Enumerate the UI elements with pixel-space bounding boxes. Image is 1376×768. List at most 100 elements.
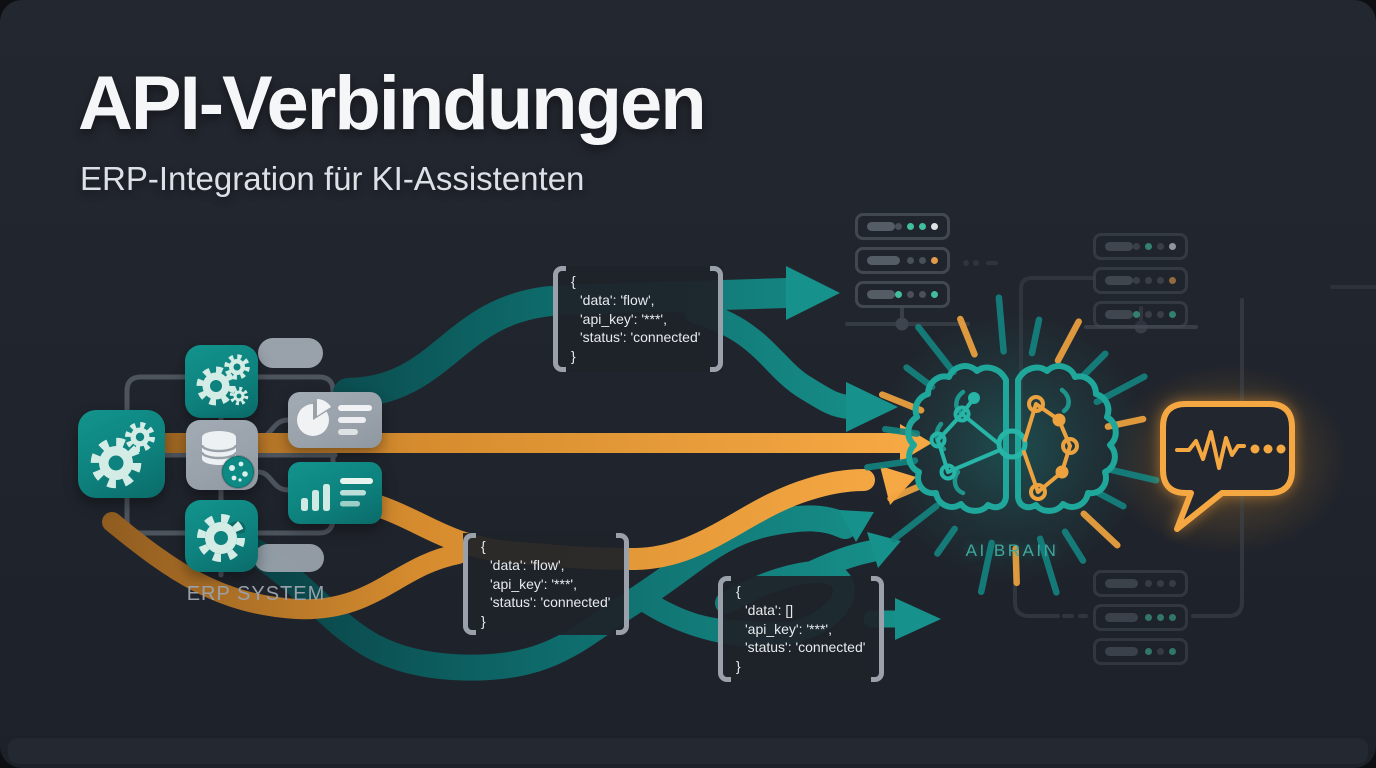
server-handle — [1105, 242, 1133, 251]
energy-ray — [1079, 350, 1109, 380]
status-led — [919, 223, 926, 230]
server-handle — [1105, 310, 1133, 319]
code-block-middle: { 'data': 'flow', 'api_key': '***', 'sta… — [463, 533, 629, 635]
server-unit — [855, 213, 950, 240]
erp-module-processes — [185, 345, 258, 418]
energy-ray — [915, 323, 957, 376]
pie-chart-icon — [297, 399, 372, 436]
ai-brain-label: AI BRAIN — [965, 541, 1059, 560]
neural-core — [996, 428, 1028, 460]
code-line: 'status': 'connected' — [580, 329, 701, 346]
server-unit — [855, 247, 950, 274]
erp-module-database — [186, 420, 258, 490]
status-led — [1169, 614, 1176, 621]
erp-module-automation — [78, 410, 165, 498]
server-unit — [855, 281, 950, 308]
status-led — [1133, 277, 1140, 284]
energy-ray — [1080, 510, 1121, 549]
server-handle — [1105, 613, 1138, 622]
database-icon — [200, 431, 255, 489]
status-led — [931, 223, 938, 230]
code-block-top: { 'data': 'flow', 'api_key': '***', 'sta… — [553, 266, 723, 372]
energy-ray — [1028, 316, 1043, 357]
energy-ray — [1012, 545, 1020, 587]
erp-system-label: ERP SYSTEM — [186, 583, 326, 605]
status-led — [1157, 277, 1164, 284]
energy-ray — [881, 425, 921, 437]
neural-network-right — [1022, 395, 1079, 501]
energy-ray — [1106, 466, 1160, 484]
status-led — [931, 291, 938, 298]
energy-ray — [934, 525, 958, 557]
code-line: 'data': 'flow', — [580, 292, 655, 309]
status-led — [907, 291, 914, 298]
gears-icon — [90, 422, 155, 489]
server-unit — [1093, 604, 1188, 631]
waveform-icon — [1175, 430, 1246, 470]
status-led — [1133, 243, 1140, 250]
erp-pill-bottom — [254, 544, 324, 572]
server-unit — [1093, 570, 1188, 597]
server-handle — [1105, 647, 1138, 656]
status-led — [1169, 648, 1176, 655]
status-led — [1169, 580, 1176, 587]
network-badge-icon — [221, 455, 255, 489]
energy-ray — [890, 502, 940, 543]
code-line: } — [571, 347, 576, 364]
code-line: } — [736, 657, 741, 674]
code-line: 'status': 'connected' — [745, 639, 866, 656]
code-line: 'api_key': '***', — [580, 310, 667, 327]
bracket-right — [710, 266, 723, 372]
bottom-strip — [8, 738, 1368, 764]
rack-top-right — [1093, 233, 1188, 328]
gear-icon — [197, 514, 246, 562]
bracket-right — [616, 533, 629, 635]
energy-ray — [1061, 528, 1087, 564]
status-led — [1157, 648, 1164, 655]
typing-dots-icon — [1250, 444, 1286, 454]
status-led — [1157, 580, 1164, 587]
status-led — [1145, 243, 1152, 250]
server-unit — [1093, 233, 1188, 260]
energy-ray — [977, 539, 995, 596]
bar-chart-icon — [301, 478, 373, 511]
erp-report-pie-card — [288, 392, 382, 448]
server-handle — [867, 290, 895, 299]
teal-arrowheads — [786, 266, 941, 640]
page-subtitle: ERP-Integration für KI-Assistenten — [80, 160, 585, 197]
energy-ray — [1054, 318, 1082, 364]
status-led — [895, 223, 902, 230]
status-led — [919, 257, 926, 264]
server-handle — [1105, 579, 1138, 588]
status-led — [1169, 311, 1176, 318]
status-led — [895, 291, 902, 298]
status-led — [1145, 311, 1152, 318]
rack-top-left — [855, 213, 950, 308]
status-led — [931, 257, 938, 264]
page-title: API-Verbindungen — [78, 61, 707, 146]
status-led — [1145, 277, 1152, 284]
status-led — [1145, 580, 1152, 587]
rack-bottom-right — [1093, 570, 1188, 665]
energy-ray — [1093, 488, 1127, 510]
status-led — [1169, 243, 1176, 250]
energy-ray — [1036, 535, 1060, 596]
erp-report-bar-card — [288, 462, 382, 524]
neural-network-left — [929, 392, 1002, 481]
energy-ray — [995, 294, 1007, 355]
chat-bubble — [1160, 401, 1295, 532]
server-unit — [1093, 301, 1188, 328]
code-line: { — [571, 273, 576, 290]
status-led — [907, 223, 914, 230]
code-line: { — [481, 538, 486, 555]
server-unit — [1093, 267, 1188, 294]
code-line: { — [736, 583, 741, 600]
code-line: 'data': [] — [745, 602, 794, 619]
status-led — [1145, 648, 1152, 655]
energy-ray — [957, 315, 978, 358]
status-led — [1157, 311, 1164, 318]
bracket-left — [463, 533, 476, 635]
bracket-left — [718, 576, 731, 682]
